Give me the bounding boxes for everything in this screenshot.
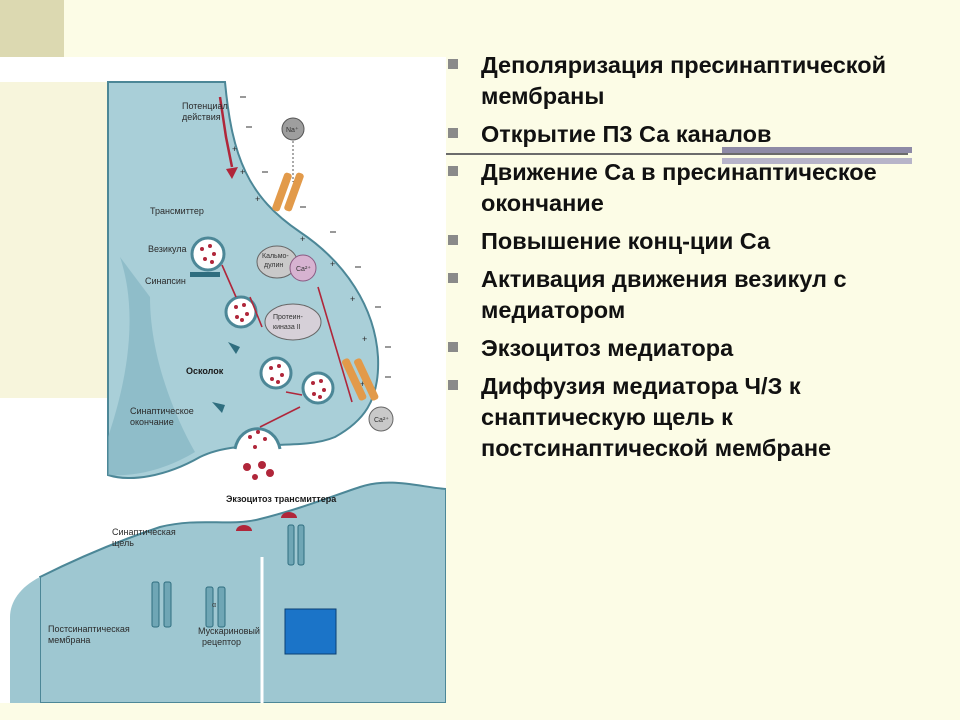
ca-ion-outside <box>368 406 394 432</box>
bullet-item: Движение Са в пресинаптическое окончание <box>448 157 953 219</box>
vesicle-1 <box>190 236 226 272</box>
vesicle-4 <box>301 371 335 405</box>
protein-kinase <box>264 303 322 341</box>
bullet-item: Деполяризация пресинаптической мембраны <box>448 50 953 112</box>
synapse-figure: + + + + + + + + Na⁺ Кальмо- дулин Ca²⁺ <box>0 57 446 703</box>
exocytosis-vesicle <box>233 427 282 450</box>
bullet-text: Открытие П3 Са каналов <box>481 121 772 147</box>
svg-text:+: + <box>240 167 245 177</box>
label-synapsin: Синапсин <box>145 276 186 286</box>
bullet-text: Активация движения везикул с медиатором <box>481 266 847 323</box>
bullet-text: Движение Са в пресинаптическое окончание <box>481 159 877 216</box>
calmodulin-label-1: Кальмо- <box>262 253 289 260</box>
bullet-item: Активация движения везикул с медиатором <box>448 264 953 326</box>
membrane-charges <box>240 96 391 378</box>
nicotinic-receptor <box>287 524 305 566</box>
bullet-text: Деполяризация пресинаптической мембраны <box>481 52 887 109</box>
svg-text:+: + <box>255 194 260 204</box>
pathway-arrows <box>221 264 353 428</box>
terminal-shading <box>108 257 195 476</box>
label-potential-2: действия <box>182 112 221 122</box>
decorative-bar-top <box>722 147 912 153</box>
square-bullet-icon <box>448 235 458 245</box>
bullet-text: Диффузия медиатора Ч/З к снаптическую ще… <box>481 373 832 461</box>
kinase-label-1: Протеин- <box>273 314 303 321</box>
ca-ion-outside-label: Ca²⁺ <box>374 416 389 424</box>
svg-text:+: + <box>232 144 237 154</box>
na-channel <box>272 172 304 212</box>
square-bullet-icon <box>448 59 458 69</box>
corner-decoration <box>0 0 64 57</box>
bullet-text: Повышение конц-ции Са <box>481 228 771 254</box>
label-cleft-1: Синаптическая <box>112 527 176 537</box>
bullet-item: Диффузия медиатора Ч/З к снаптическую ще… <box>448 371 953 464</box>
postsyn-receptor-left <box>151 581 172 628</box>
svg-text:+: + <box>350 294 355 304</box>
na-ion-label: Na⁺ <box>286 126 299 134</box>
alpha-subunit-label: α <box>212 602 216 609</box>
label-fragment: Осколок <box>186 366 224 376</box>
svg-text:+: + <box>300 234 305 244</box>
square-bullet-icon <box>448 128 458 138</box>
decorative-bar-bottom <box>722 158 912 164</box>
label-vesicle: Везикула <box>148 244 187 254</box>
square-bullet-icon <box>448 342 458 352</box>
label-potential-1: Потенциал <box>182 101 228 111</box>
positive-charges: + + + + + + + + <box>232 144 367 389</box>
bullet-list: Деполяризация пресинаптической мембраны … <box>448 50 953 471</box>
ca-ion-bound <box>289 254 317 282</box>
square-bullet-icon <box>448 273 458 283</box>
blue-square-marker <box>284 608 337 655</box>
cleft-transmitter <box>236 512 297 531</box>
synapsin-fragment-2 <box>212 402 225 413</box>
action-potential-arrow <box>218 96 234 168</box>
synapse-diagram: + + + + + + + + Na⁺ Кальмо- дулин Ca²⁺ <box>0 81 446 703</box>
label-muscarinic-2: рецептор <box>202 637 241 647</box>
svg-text:+: + <box>362 334 367 344</box>
muscarinic-receptor <box>205 586 226 628</box>
label-exocytosis: Экзоцитоз трансмиттера <box>226 494 337 504</box>
ca-ion-bound-label: Ca²⁺ <box>296 265 311 273</box>
label-postsyn-2: мембрана <box>48 635 90 645</box>
label-cleft-2: щель <box>112 538 134 548</box>
inset-background <box>0 82 108 398</box>
label-terminal-1: Синаптическое <box>130 406 194 416</box>
calmodulin-label-2: дулин <box>264 262 283 269</box>
label-terminal-2: окончание <box>130 417 174 427</box>
synapsin-link <box>190 272 220 277</box>
bullet-text: Экзоцитоз медиатора <box>481 335 734 361</box>
bullet-item: Экзоцитоз медиатора <box>448 333 953 364</box>
svg-text:+: + <box>330 259 335 269</box>
label-postsyn-1: Постсинаптическая <box>48 624 130 634</box>
postsynaptic-cell <box>39 481 446 703</box>
square-bullet-icon <box>448 380 458 390</box>
bullet-item: Повышение конц-ции Са <box>448 226 953 257</box>
decorative-divider-line <box>446 153 908 155</box>
synapsin-fragment-1 <box>228 342 240 354</box>
svg-text:+: + <box>360 379 365 389</box>
released-transmitter <box>243 461 274 480</box>
kinase-label-2: киназа II <box>273 324 301 331</box>
ca-channel <box>342 358 379 401</box>
label-muscarinic-1: Мускариновый <box>198 626 260 636</box>
label-transmitter: Трансмиттер <box>150 206 204 216</box>
vesicle-3 <box>259 356 293 390</box>
na-ion <box>281 117 305 141</box>
square-bullet-icon <box>448 166 458 176</box>
bullet-item: Открытие П3 Са каналов <box>448 119 953 150</box>
